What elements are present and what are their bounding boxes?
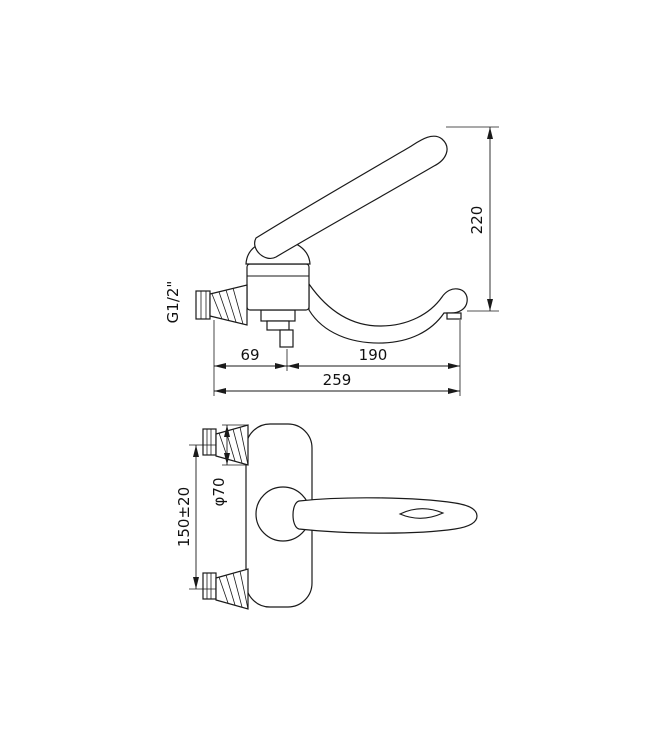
aerator	[446, 312, 462, 320]
lever-handle-front	[292, 497, 478, 534]
flange-hatching-bottom	[218, 570, 249, 610]
wall-nipple-bottom	[202, 572, 217, 600]
dim-label-phi70: φ70	[210, 478, 228, 507]
wall-flange-cone	[209, 284, 248, 326]
dim-label-220: 220	[468, 206, 486, 235]
dimension-horizontal-chain: 69 190 259	[213, 320, 461, 396]
mixer-body	[246, 263, 310, 311]
flange-hatching	[211, 287, 244, 325]
lever-slot	[398, 508, 445, 519]
valve-fitting-upper	[260, 309, 296, 322]
dim-label-69: 69	[240, 346, 259, 364]
dim-label-259: 259	[323, 371, 352, 389]
valve-fitting-lower	[279, 329, 294, 348]
dim-label-150pm20: 150±20	[175, 487, 193, 547]
thread-label-g12: G1/2"	[164, 281, 182, 324]
valve-fitting-middle	[266, 320, 290, 331]
wall-flange-cone-top	[215, 424, 249, 466]
front-view: φ70 150±20	[175, 423, 478, 610]
wall-flange-cone-bottom	[215, 568, 249, 610]
wall-nipple-top	[202, 428, 217, 456]
dimension-flange-diameter: φ70	[210, 424, 248, 507]
side-view: 220 69 190 259 G1/2"	[164, 126, 499, 396]
spout-outline	[308, 282, 468, 344]
dimension-centers-distance: 150±20	[175, 444, 216, 590]
wall-nipple	[195, 290, 211, 320]
dimension-220: 220	[446, 126, 499, 312]
lever-handle	[254, 135, 448, 259]
dim-label-190: 190	[359, 346, 388, 364]
